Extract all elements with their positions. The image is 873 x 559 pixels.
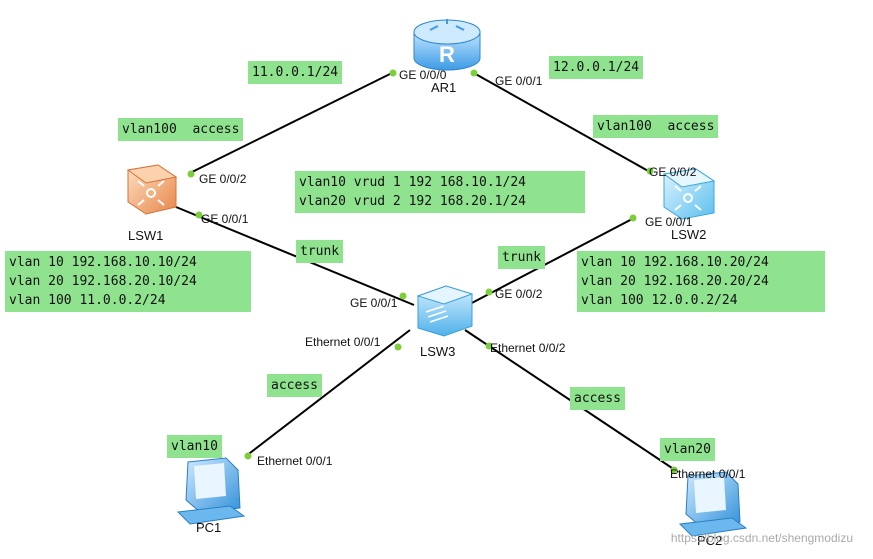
port-label-lsw3-ge001: GE 0/0/1	[350, 296, 398, 310]
port-dot-lsw3-eth002	[485, 342, 493, 350]
port-label-ar1-ge000: GE 0/0/0	[399, 68, 447, 82]
switch-lsw2-icon[interactable]	[662, 168, 716, 220]
port-dot-lsw3-ge001	[399, 292, 407, 300]
svg-text:R: R	[439, 42, 455, 67]
port-label-pc2-eth001: Ethernet 0/0/1	[670, 467, 746, 481]
port-dot-ar1-ge000	[389, 69, 397, 77]
note-lsw2-config-line: vlan 10 192.168.10.20/24	[581, 255, 769, 270]
port-label-lsw2-ge001: GE 0/0/1	[645, 215, 693, 229]
note-lsw2-config: vlan 10 192.168.10.20/24 vlan 20 192.168.…	[577, 251, 825, 312]
note-lsw1-config-line: vlan 10 192.168.10.10/24	[9, 255, 197, 270]
device-label-lsw1: LSW1	[128, 228, 164, 243]
device-label-pc2: PC2	[697, 533, 723, 548]
device-label-ar1: AR1	[431, 80, 457, 95]
link-ar1-lsw2	[471, 71, 651, 173]
router-icon[interactable]: R	[413, 19, 481, 71]
note-ar1-right-ip: 12.0.0.1/24	[549, 56, 644, 79]
note-vrrp-line2: vlan20 vrud 2 192 168.20.1/24	[299, 194, 526, 209]
note-pc1-vlan: vlan10	[167, 435, 222, 458]
port-dot-lsw2-ge001	[629, 214, 637, 222]
note-lsw2-config-line: vlan 20 192.168.20.20/24	[581, 274, 769, 289]
note-access-right: access	[570, 387, 625, 410]
port-label-ar1-ge001: GE 0/0/1	[495, 74, 543, 88]
port-dot-lsw3-ge002	[485, 288, 493, 296]
device-label-pc1: PC1	[196, 520, 222, 535]
port-label-lsw1-ge001: GE 0/0/1	[201, 212, 249, 226]
pc1-icon[interactable]	[176, 457, 246, 525]
note-lsw1-config: vlan 10 192.168.10.10/24 vlan 20 192.168.…	[5, 251, 251, 312]
note-link-lsw1-ar1: vlan100 access	[118, 118, 244, 141]
port-dot-pc1-eth001	[244, 452, 252, 460]
watermark: https://blog.csdn.net/shengmodizu	[670, 531, 853, 545]
port-dot-lsw1-ge002	[187, 170, 195, 178]
link-lsw1-lsw3	[175, 206, 415, 306]
note-trunk-left: trunk	[296, 240, 344, 263]
link-lsw2-lsw3	[467, 217, 635, 306]
device-label-lsw2: LSW2	[671, 227, 707, 242]
note-access-left: access	[267, 374, 322, 397]
port-label-lsw3-ge002: GE 0/0/2	[495, 287, 543, 301]
pc2-icon[interactable]	[678, 471, 748, 537]
port-label-lsw3-eth002: Ethernet 0/0/2	[490, 341, 566, 355]
note-link-lsw2-ar1: vlan100 access	[593, 115, 719, 138]
port-dot-lsw1-ge001	[195, 211, 203, 219]
switch-lsw3-icon[interactable]	[416, 285, 474, 337]
note-vrrp: vlan10 vrud 1 192 168.10.1/24 vlan20 vrud…	[295, 171, 585, 213]
port-dot-pc2-eth001	[670, 466, 678, 474]
note-ar1-left-ip: 11.0.0.1/24	[248, 61, 343, 84]
link-lsw3-pc1	[245, 329, 411, 457]
port-dot-lsw3-eth001	[394, 343, 402, 351]
note-pc2-vlan: vlan20	[660, 438, 715, 461]
link-lsw1-ar1	[189, 71, 395, 174]
note-lsw1-config-line: vlan 20 192.168.20.10/24	[9, 274, 197, 289]
port-dot-ar1-ge001	[470, 69, 478, 77]
port-label-pc1-eth001: Ethernet 0/0/1	[257, 454, 333, 468]
device-label-lsw3: LSW3	[420, 344, 456, 359]
note-trunk-right: trunk	[498, 246, 546, 269]
switch-lsw1-icon[interactable]	[126, 164, 178, 215]
port-label-lsw1-ge002: GE 0/0/2	[199, 172, 247, 186]
port-dot-lsw2-ge002	[646, 167, 654, 175]
note-lsw2-config-line: vlan 100 12.0.0.2/24	[581, 293, 738, 308]
port-label-lsw3-eth001: Ethernet 0/0/1	[305, 335, 381, 349]
note-lsw1-config-line: vlan 100 11.0.0.2/24	[9, 293, 166, 308]
note-vrrp-line1: vlan10 vrud 1 192 168.10.1/24	[299, 175, 526, 190]
port-label-lsw2-ge002: GE 0/0/2	[649, 165, 697, 179]
